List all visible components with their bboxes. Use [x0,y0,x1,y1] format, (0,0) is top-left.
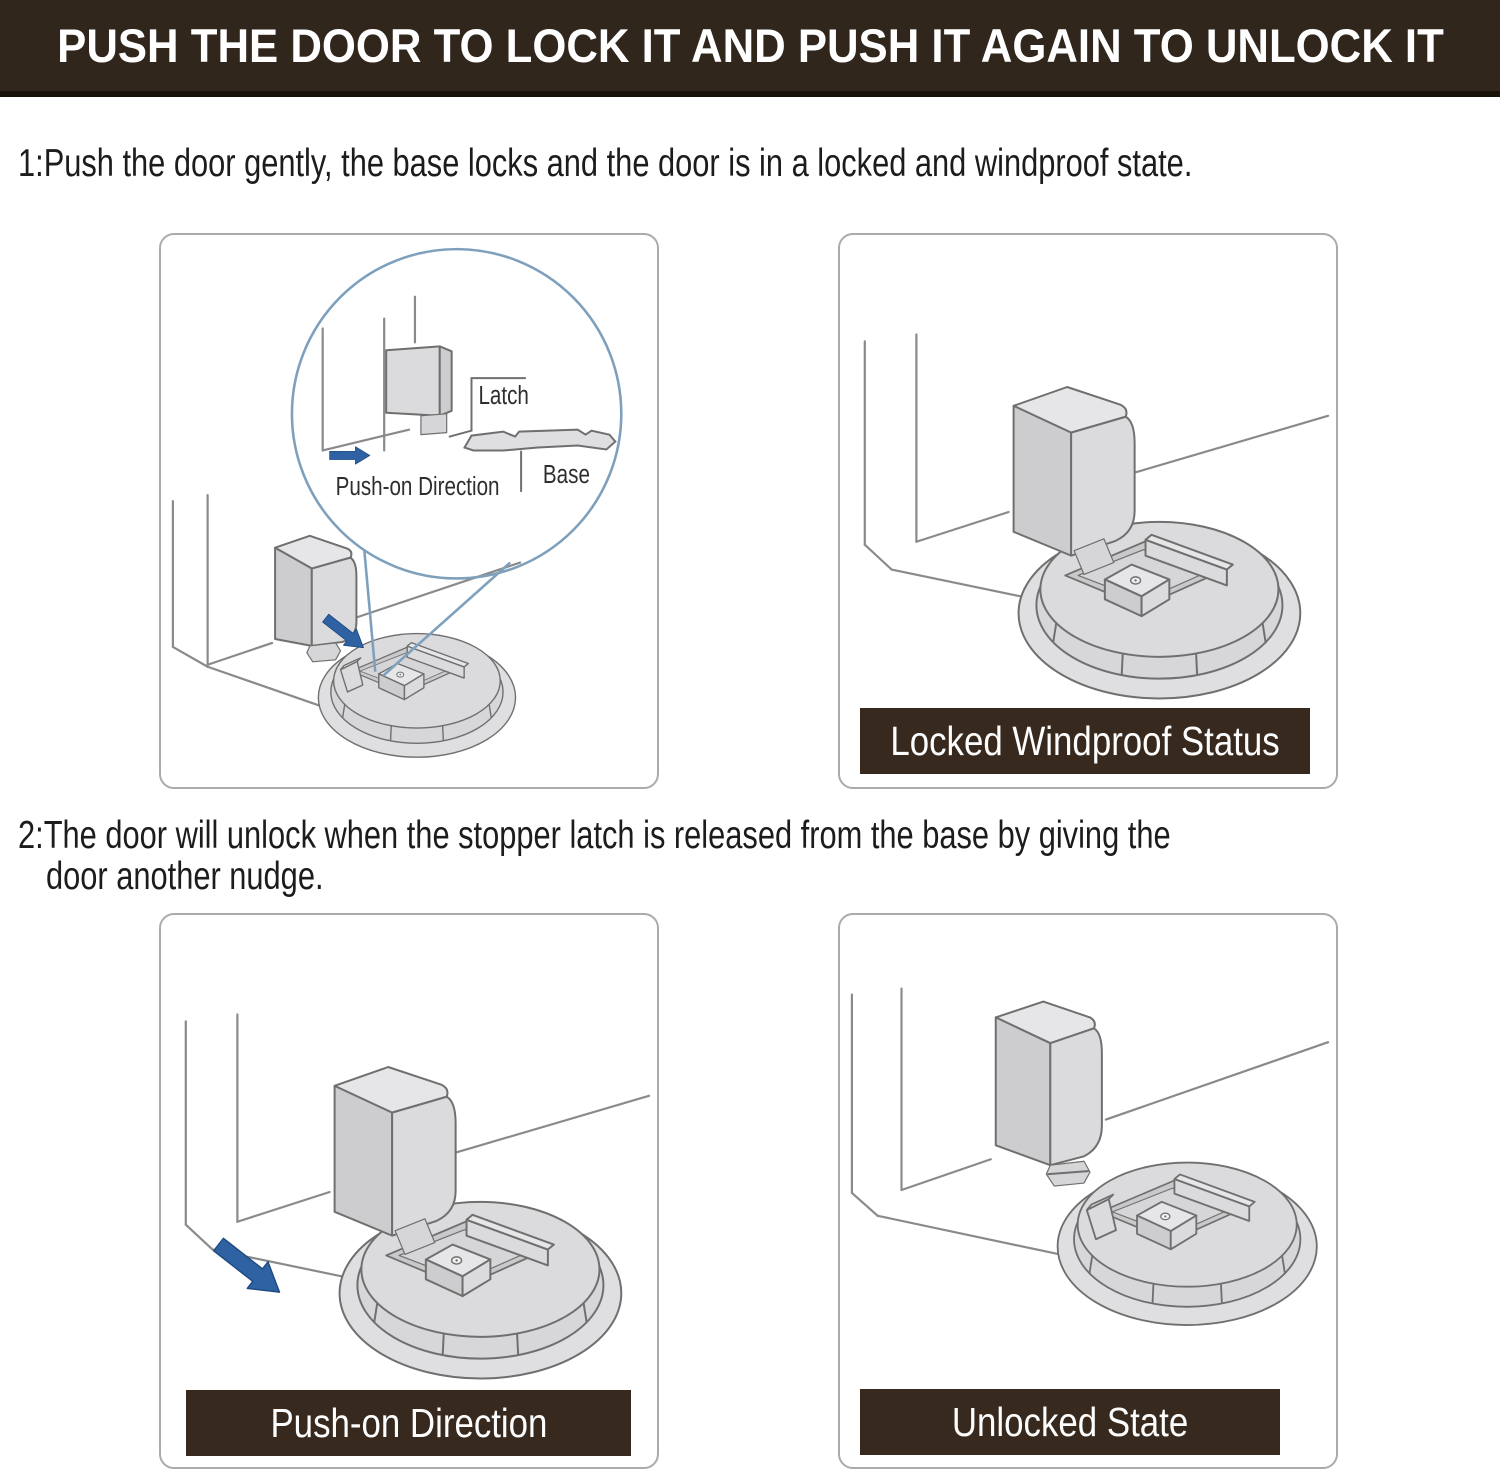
latch-peg [306,642,342,663]
push-direction-illustration [161,915,657,1467]
unlocked-illustration [850,987,1330,1326]
caption-bar: Push-on Direction [186,1390,631,1456]
magnifier-circle [290,247,623,580]
step-2-text: 2:The door will unlock when the stopper … [18,815,1477,897]
push-arrow-icon [329,446,371,465]
stopper-side-view [385,345,453,436]
panel-zoom-detail: Latch Base Push-on Direction [159,233,659,789]
base-side-view [463,428,617,452]
top-banner: PUSH THE DOOR TO LOCK IT AND PUSH IT AGA… [0,0,1500,97]
step-1-line: 1:Push the door gently, the base locks a… [18,142,1193,185]
step-2-line-1: 2:The door will unlock when the stopper … [18,814,1171,857]
banner-title: PUSH THE DOOR TO LOCK IT AND PUSH IT AGA… [56,19,1444,72]
magnifier-callout [290,247,623,677]
panel-locked: Locked Windproof Status [838,233,1338,789]
caption-bar: Locked Windproof Status [860,708,1310,774]
latch-label: Latch [478,381,528,410]
push-caption: Push-on Direction [269,1399,547,1446]
door-outline [171,494,522,710]
latch-side-view [420,413,448,436]
push-arrow-icon [207,1230,291,1307]
panel-unlocked: Unlocked State [838,913,1338,1469]
locked-illustration [840,235,1336,787]
magnified-diagram: Latch Base Push-on Direction [321,295,617,501]
locked-caption: Locked Windproof Status [890,717,1280,764]
zoom-detail-illustration: Latch Base Push-on Direction [171,247,623,758]
stopper-body [994,1000,1103,1187]
door-outline [850,987,1330,1256]
base-label: Base [543,460,590,489]
unlocked-caption: Unlocked State [951,1398,1189,1445]
step-2-line-2: door another nudge. [46,855,324,898]
push-direction-label: Push-on Direction [336,472,500,501]
stopper-body [274,534,358,663]
latch-leader-line [448,377,527,438]
caption-bar: Unlocked State [860,1389,1280,1455]
step-1-text: 1:Push the door gently, the base locks a… [18,143,1500,184]
panel-push-direction: Push-on Direction [159,913,659,1469]
